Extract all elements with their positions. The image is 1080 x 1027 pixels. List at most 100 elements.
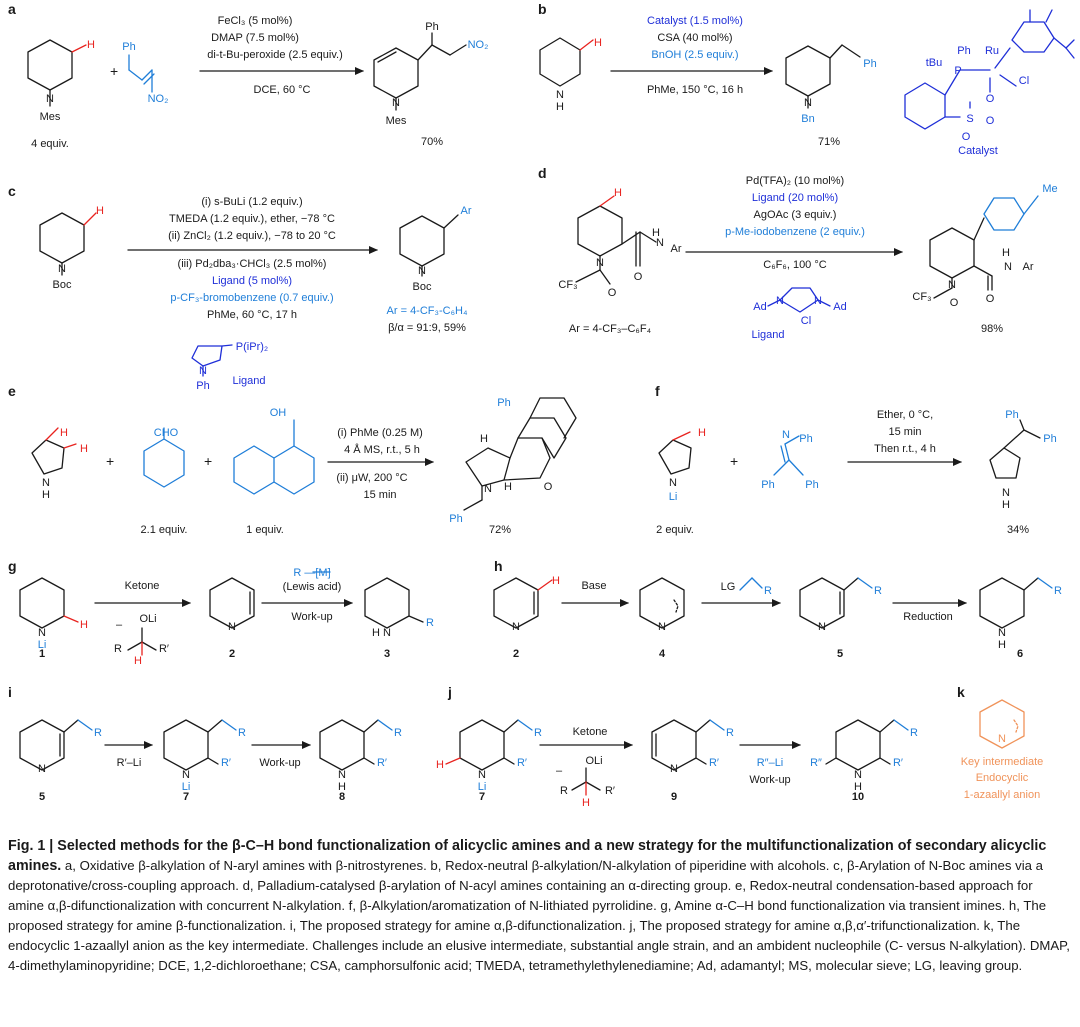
atom-n: N bbox=[804, 97, 812, 109]
atom-ph: Ph bbox=[799, 433, 812, 445]
product-ring bbox=[399, 215, 445, 267]
atom-n: N bbox=[46, 93, 54, 105]
atom-ph: Ph bbox=[863, 58, 876, 70]
ar-def-c: Ar = 4-CF₃-C₆H₄ bbox=[387, 305, 468, 317]
atom-n: N bbox=[38, 763, 46, 775]
atom-ph: Ph bbox=[449, 513, 462, 525]
atom-o: O bbox=[634, 271, 643, 283]
atom-r: R bbox=[426, 617, 434, 629]
cmpd-g-3: 3 bbox=[384, 648, 390, 660]
atom-o: O bbox=[962, 131, 971, 143]
atom-n: N bbox=[776, 295, 784, 307]
atom-h: H bbox=[552, 575, 560, 587]
cmpd-g-1: 1 bbox=[39, 648, 45, 660]
panel-g bbox=[19, 571, 424, 656]
cond-e-1: 4 Å MS, r.t., 5 h bbox=[344, 443, 420, 456]
step-h-base: Base bbox=[581, 580, 606, 592]
atom-o: O bbox=[608, 287, 617, 299]
atom-n: N bbox=[512, 621, 520, 633]
atom-n: N bbox=[228, 621, 236, 633]
atom-h: H bbox=[998, 639, 1006, 651]
atom-ph: Ph bbox=[497, 397, 510, 409]
cmpd-j-9: 9 bbox=[671, 791, 677, 803]
cond-a-0: FeCl₃ (5 mol%) bbox=[218, 15, 293, 27]
step-h-reduction: Reduction bbox=[903, 611, 953, 623]
minus-sign: – bbox=[116, 619, 123, 631]
note-a: 4 equiv. bbox=[31, 138, 69, 150]
atom-n: N bbox=[38, 627, 46, 639]
atom-pipr2: P(iPr)₂ bbox=[236, 341, 268, 353]
atom-ad: Ad bbox=[833, 301, 846, 313]
note-f: 2 equiv. bbox=[656, 524, 694, 536]
cond-d-0: Pd(TFA)₂ (10 mol%) bbox=[746, 175, 844, 187]
atom-h: H bbox=[614, 187, 622, 199]
k-line-1: Endocyclic bbox=[976, 772, 1029, 784]
imine-ring bbox=[19, 719, 65, 771]
atom-h: H bbox=[698, 427, 706, 439]
atom-n: N bbox=[818, 621, 826, 633]
atom-r-prime: R′ bbox=[709, 757, 719, 769]
step-g-lewis: (Lewis acid) bbox=[283, 581, 342, 593]
panel-label-i: i bbox=[8, 684, 12, 700]
caption-title: Fig. 1 | Selected methods for the β-C–H … bbox=[8, 838, 1047, 874]
azaallyl-anion-ring bbox=[979, 699, 1025, 749]
panel-d bbox=[575, 195, 1039, 313]
atom-ph: Ph bbox=[957, 45, 970, 57]
atom-h: H bbox=[582, 797, 590, 809]
atom-r: R bbox=[874, 585, 882, 597]
atom-n: N bbox=[182, 769, 190, 781]
atom-h: H bbox=[372, 627, 380, 639]
atom-boc: Boc bbox=[53, 279, 72, 291]
step-i-workup: Work-up bbox=[259, 757, 300, 769]
atom-r: R bbox=[726, 727, 734, 739]
atom-mes: Mes bbox=[40, 111, 61, 123]
atom-n: N bbox=[199, 365, 207, 377]
note-e-0: 2.1 equiv. bbox=[141, 524, 188, 536]
atom-no2: NO₂ bbox=[468, 39, 489, 51]
atom-ar: Ar bbox=[461, 205, 472, 217]
catalyst-structure bbox=[904, 9, 1075, 130]
atom-n: N bbox=[854, 769, 862, 781]
ligand-pyrrole-structure bbox=[191, 344, 233, 377]
cond-c-4: Ligand (5 mol%) bbox=[212, 275, 292, 287]
atom-n: N bbox=[1004, 261, 1012, 273]
cond-b-3: PhMe, 150 °C, 16 h bbox=[647, 84, 743, 96]
cond-c-5: p-CF₃-bromobenzene (0.7 equiv.) bbox=[170, 292, 333, 304]
yield-c: β/α = 91:9, 59% bbox=[388, 322, 466, 334]
panel-k bbox=[979, 699, 1025, 749]
atom-o: O bbox=[986, 93, 995, 105]
cmpd-j-7: 7 bbox=[479, 791, 485, 803]
cond-f-0: Ether, 0 °C, bbox=[877, 409, 933, 421]
atom-h: H bbox=[134, 655, 142, 667]
panel-a bbox=[27, 32, 467, 111]
atom-ph: Ph bbox=[1043, 433, 1056, 445]
step-g-workup: Work-up bbox=[291, 611, 332, 623]
step-j-workup: Work-up bbox=[749, 774, 790, 786]
yield-e: 72% bbox=[489, 524, 511, 536]
pyrrolidine-ring bbox=[658, 439, 692, 475]
atom-cl: Cl bbox=[801, 315, 811, 327]
cond-a-3: DCE, 60 °C bbox=[254, 84, 311, 96]
atom-no2: NO₂ bbox=[148, 93, 169, 105]
atom-r: R bbox=[560, 785, 568, 797]
atom-li: Li bbox=[38, 639, 47, 651]
azaallyl-anion-ring bbox=[639, 577, 685, 629]
atom-o: O bbox=[950, 297, 959, 309]
cmpd-g-2: 2 bbox=[229, 648, 235, 660]
cond-c-2: (ii) ZnCl₂ (1.2 equiv.), −78 to 20 °C bbox=[168, 230, 336, 242]
atom-ph: Ph bbox=[122, 41, 135, 53]
ligand-label-d: Ligand bbox=[751, 329, 784, 341]
atom-p: P bbox=[954, 65, 961, 77]
panel-e bbox=[31, 397, 577, 511]
atom-o: O bbox=[986, 293, 995, 305]
atom-r-double-prime: R″ bbox=[810, 757, 822, 769]
atom-h: H bbox=[338, 781, 346, 793]
plus-sign: + bbox=[106, 453, 114, 469]
panel-i bbox=[19, 719, 393, 771]
panel-label-h: h bbox=[494, 558, 503, 574]
ligand-label-c: Ligand bbox=[232, 375, 265, 387]
atom-h: H bbox=[854, 781, 862, 793]
atom-cl: Cl bbox=[1019, 75, 1029, 87]
cmpd-h-5: 5 bbox=[837, 648, 843, 660]
cond-d-2: AgOAc (3 equiv.) bbox=[754, 209, 837, 221]
